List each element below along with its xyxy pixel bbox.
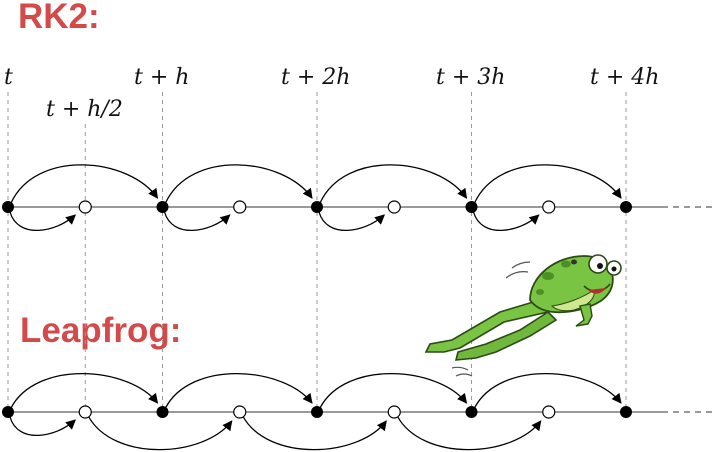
time-label-t-plus-h: t + h [134,65,189,90]
full-step-node [465,201,478,213]
full-step-node [620,201,632,213]
full-step-arrow [164,164,313,204]
full-step-arrow [10,164,159,204]
half-step-node [233,200,247,214]
half-step-node [233,405,247,419]
full-step-node [2,406,14,418]
full-step-node [156,201,169,213]
leapfrog-full-arrow [10,372,159,409]
leapfrog-full-arrow [319,372,468,409]
half-step-arrow [472,211,540,232]
half-step-node [78,405,92,419]
frog-icon [424,254,622,377]
full-step-node [311,201,323,213]
full-step-arrow [319,164,468,204]
leapfrog-full-arrow [473,372,622,409]
half-step-node [387,200,401,214]
time-label-t-plus-2h: t + 2h [281,65,350,90]
leapfrog-full-arrow [164,372,313,409]
full-step-node [156,406,169,418]
rk2-timeline [2,164,713,232]
leapfrog-half-arrow [87,415,233,451]
time-label-t-plus-4h: t + 4h [590,65,659,90]
full-step-node [465,406,478,418]
half-step-node [542,405,556,419]
time-label-half-step: t + h/2 [46,97,123,122]
leapfrog-half-arrow [396,415,542,451]
vertical-guide-lines [7,92,627,410]
rk2-heading: RK2: [18,0,100,36]
leapfrog-initial-half-arrow [9,416,76,437]
half-step-arrow [163,211,231,232]
time-label-t-plus-3h: t + 3h [436,65,505,90]
half-step-arrow [9,211,76,232]
leapfrog-heading: Leapfrog: [20,311,181,350]
time-label-t: t [4,65,13,90]
half-step-arrow [318,211,385,232]
full-step-node [311,406,323,418]
half-step-node [542,200,556,214]
full-step-node [620,406,632,418]
full-step-arrow [473,164,622,204]
full-step-node [2,201,14,213]
half-step-node [387,405,401,419]
leapfrog-half-arrow [242,415,387,451]
half-step-node [78,200,92,214]
leapfrog-timeline [2,372,713,451]
